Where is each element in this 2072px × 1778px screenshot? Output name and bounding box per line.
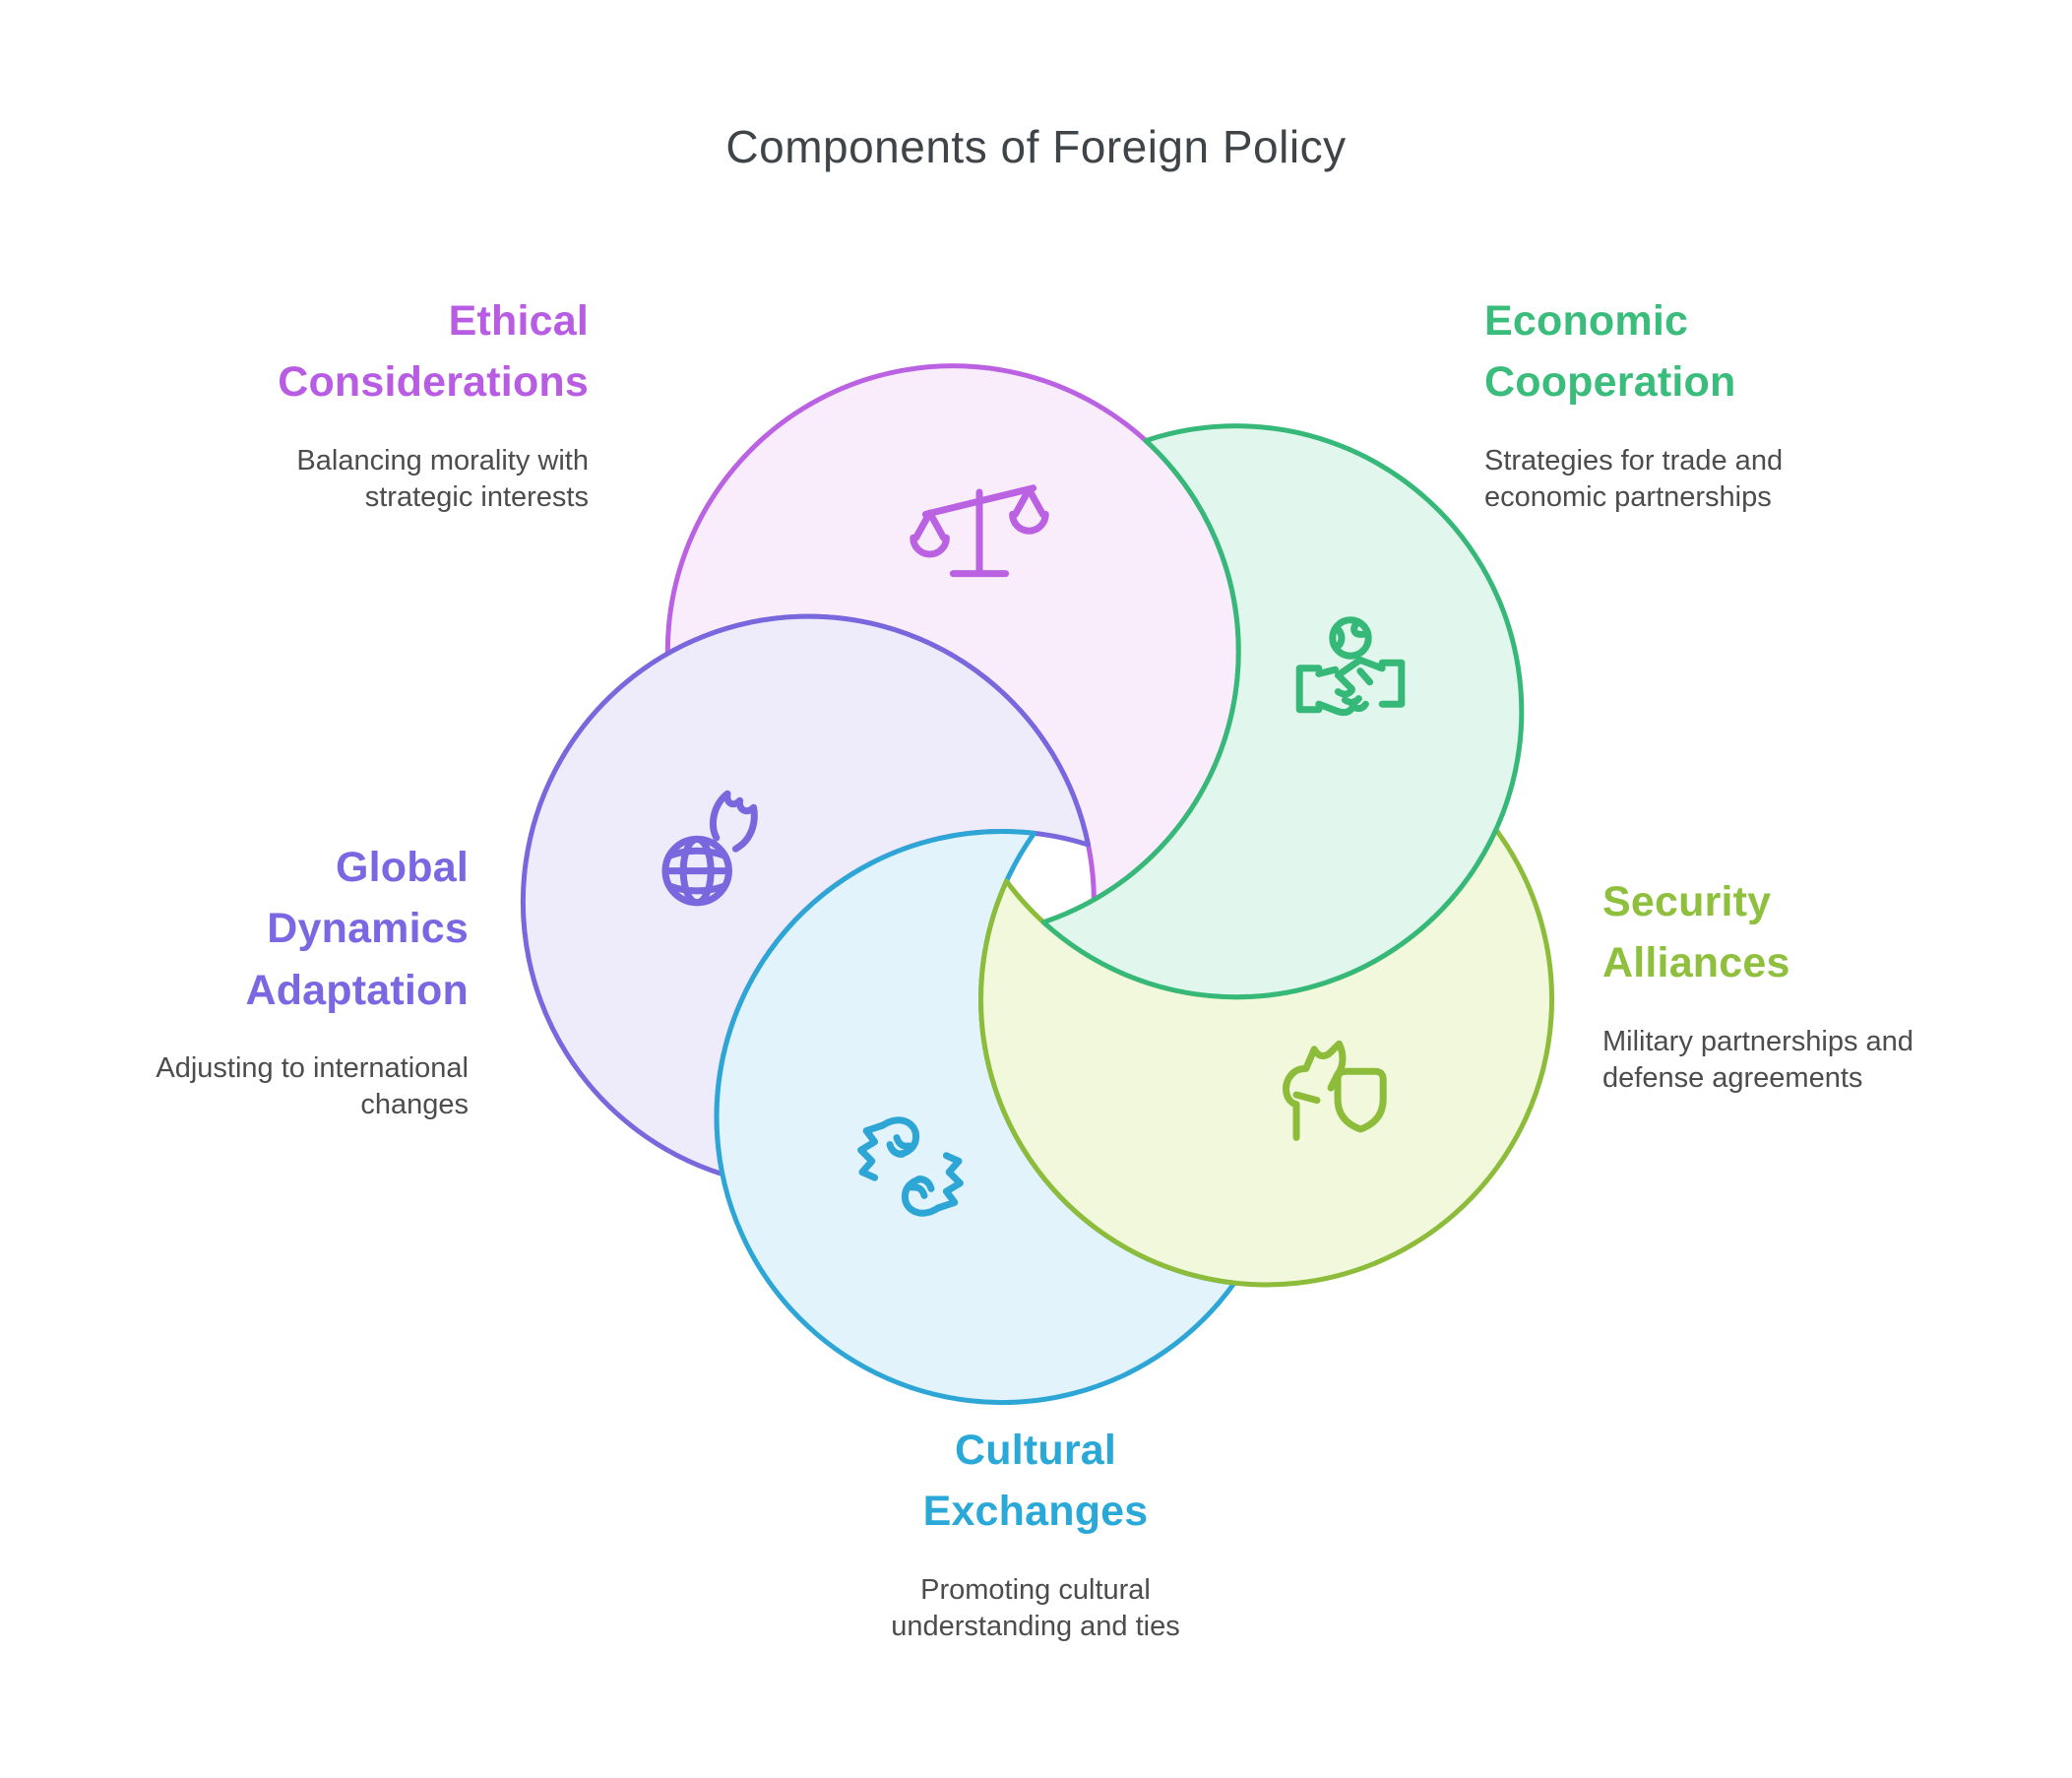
section-description-global: Adjusting to international changes: [156, 1052, 469, 1121]
section-description-security: Military partnerships and defense agreem…: [1602, 1025, 1914, 1094]
section-heading-global: Global Dynamics Adaptation: [245, 844, 469, 1014]
section-description-cultural: Promoting cultural understanding and tie…: [891, 1573, 1180, 1642]
section-label-cultural: Cultural Exchanges Promoting cultural un…: [740, 1420, 1331, 1645]
icon-group: [661, 484, 1406, 1217]
section-label-economic: Economic Cooperation Strategies for trad…: [1484, 290, 2036, 516]
section-description-economic: Strategies for trade and economic partne…: [1484, 444, 1784, 513]
hands-together-icon: [857, 1116, 964, 1217]
petal-group: [520, 363, 1555, 1406]
section-heading-economic: Economic Cooperation: [1484, 297, 1736, 407]
diagram-title: Components of Foreign Policy: [725, 121, 1347, 172]
section-heading-security: Security Alliances: [1602, 878, 1790, 987]
guard-dog-shield-icon: [1283, 1040, 1387, 1141]
section-heading-ethical: Ethical Considerations: [278, 297, 589, 407]
section-description-ethical: Balancing morality with strategic intere…: [296, 444, 589, 513]
section-label-ethical: Ethical Considerations Balancing moralit…: [37, 290, 589, 516]
handshake-globe-icon: [1295, 616, 1406, 717]
petal-economic: [1040, 423, 1525, 1000]
section-heading-cultural: Cultural Exchanges: [922, 1427, 1149, 1536]
section-label-security: Security Alliances Military partnerships…: [1602, 871, 2055, 1097]
scales-of-justice-icon: [910, 484, 1049, 578]
section-label-global: Global Dynamics Adaptation Adjusting to …: [26, 837, 469, 1123]
globe-flame-icon: [661, 790, 758, 907]
